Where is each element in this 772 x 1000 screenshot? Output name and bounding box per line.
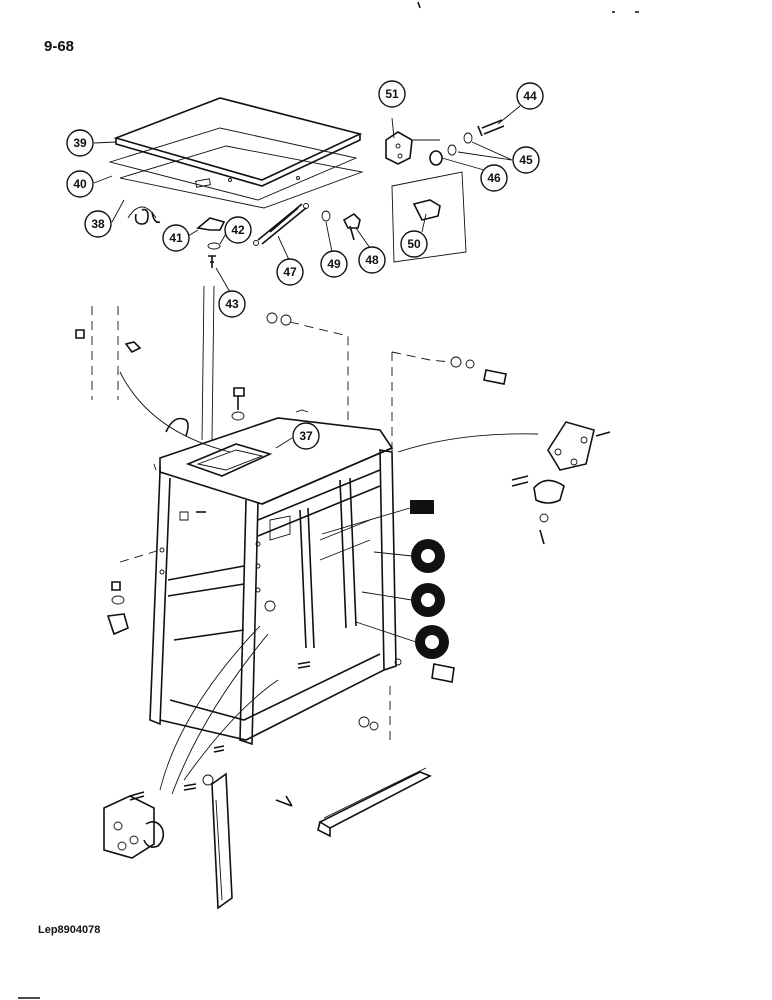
- callout-37: 37: [292, 422, 320, 450]
- svg-text:42: 42: [231, 223, 245, 237]
- seal-profile-samples: [321, 500, 449, 659]
- svg-text:40: 40: [73, 177, 87, 191]
- svg-text:50: 50: [407, 237, 421, 251]
- svg-text:44: 44: [523, 89, 537, 103]
- callout-43: 43: [218, 290, 246, 318]
- svg-text:41: 41: [169, 231, 183, 245]
- reference-code: Lep8904078: [38, 924, 101, 936]
- callout-47: 47: [276, 258, 304, 286]
- svg-text:47: 47: [283, 265, 297, 279]
- callout-46: 46: [480, 164, 508, 192]
- svg-text:43: 43: [225, 297, 239, 311]
- svg-text:39: 39: [73, 136, 87, 150]
- svg-text:38: 38: [91, 217, 105, 231]
- callout-49: 49: [320, 250, 348, 278]
- svg-text:51: 51: [385, 87, 399, 101]
- callout-38: 38: [84, 210, 112, 238]
- svg-text:45: 45: [519, 153, 533, 167]
- cab-frame: [149, 409, 397, 746]
- callout-51: 51: [378, 80, 406, 108]
- callout-39: 39: [66, 129, 94, 157]
- callout-50: 50: [400, 230, 428, 258]
- roof-panel-assembly: [108, 97, 364, 209]
- callout-42: 42: [224, 216, 252, 244]
- callout-41: 41: [162, 224, 190, 252]
- svg-text:37: 37: [299, 429, 313, 443]
- callout-48: 48: [358, 246, 386, 274]
- callout-40: 40: [66, 170, 94, 198]
- svg-text:48: 48: [365, 253, 379, 267]
- page-number: 9-68: [44, 38, 75, 55]
- svg-text:46: 46: [487, 171, 501, 185]
- callout-44: 44: [516, 82, 544, 110]
- svg-text:49: 49: [327, 257, 341, 271]
- callout-45: 45: [512, 146, 540, 174]
